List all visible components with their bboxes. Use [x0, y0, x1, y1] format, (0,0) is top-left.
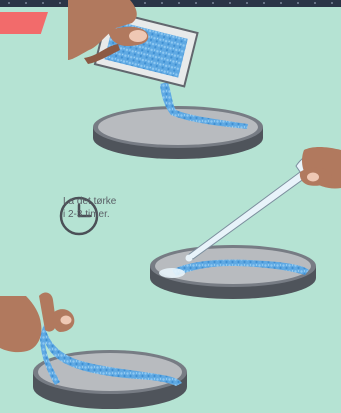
instruction-line-1: La det tørke	[63, 195, 133, 208]
instruction-line-2: i 2-3 timer.	[63, 208, 133, 221]
instruction-text: La det tørke i 2-3 timer.	[63, 195, 133, 221]
hand-middle	[300, 147, 341, 189]
drying-instruction: La det tørke i 2-3 timer.	[55, 195, 133, 221]
hand-bottom	[0, 293, 74, 353]
water-drop	[159, 268, 185, 278]
